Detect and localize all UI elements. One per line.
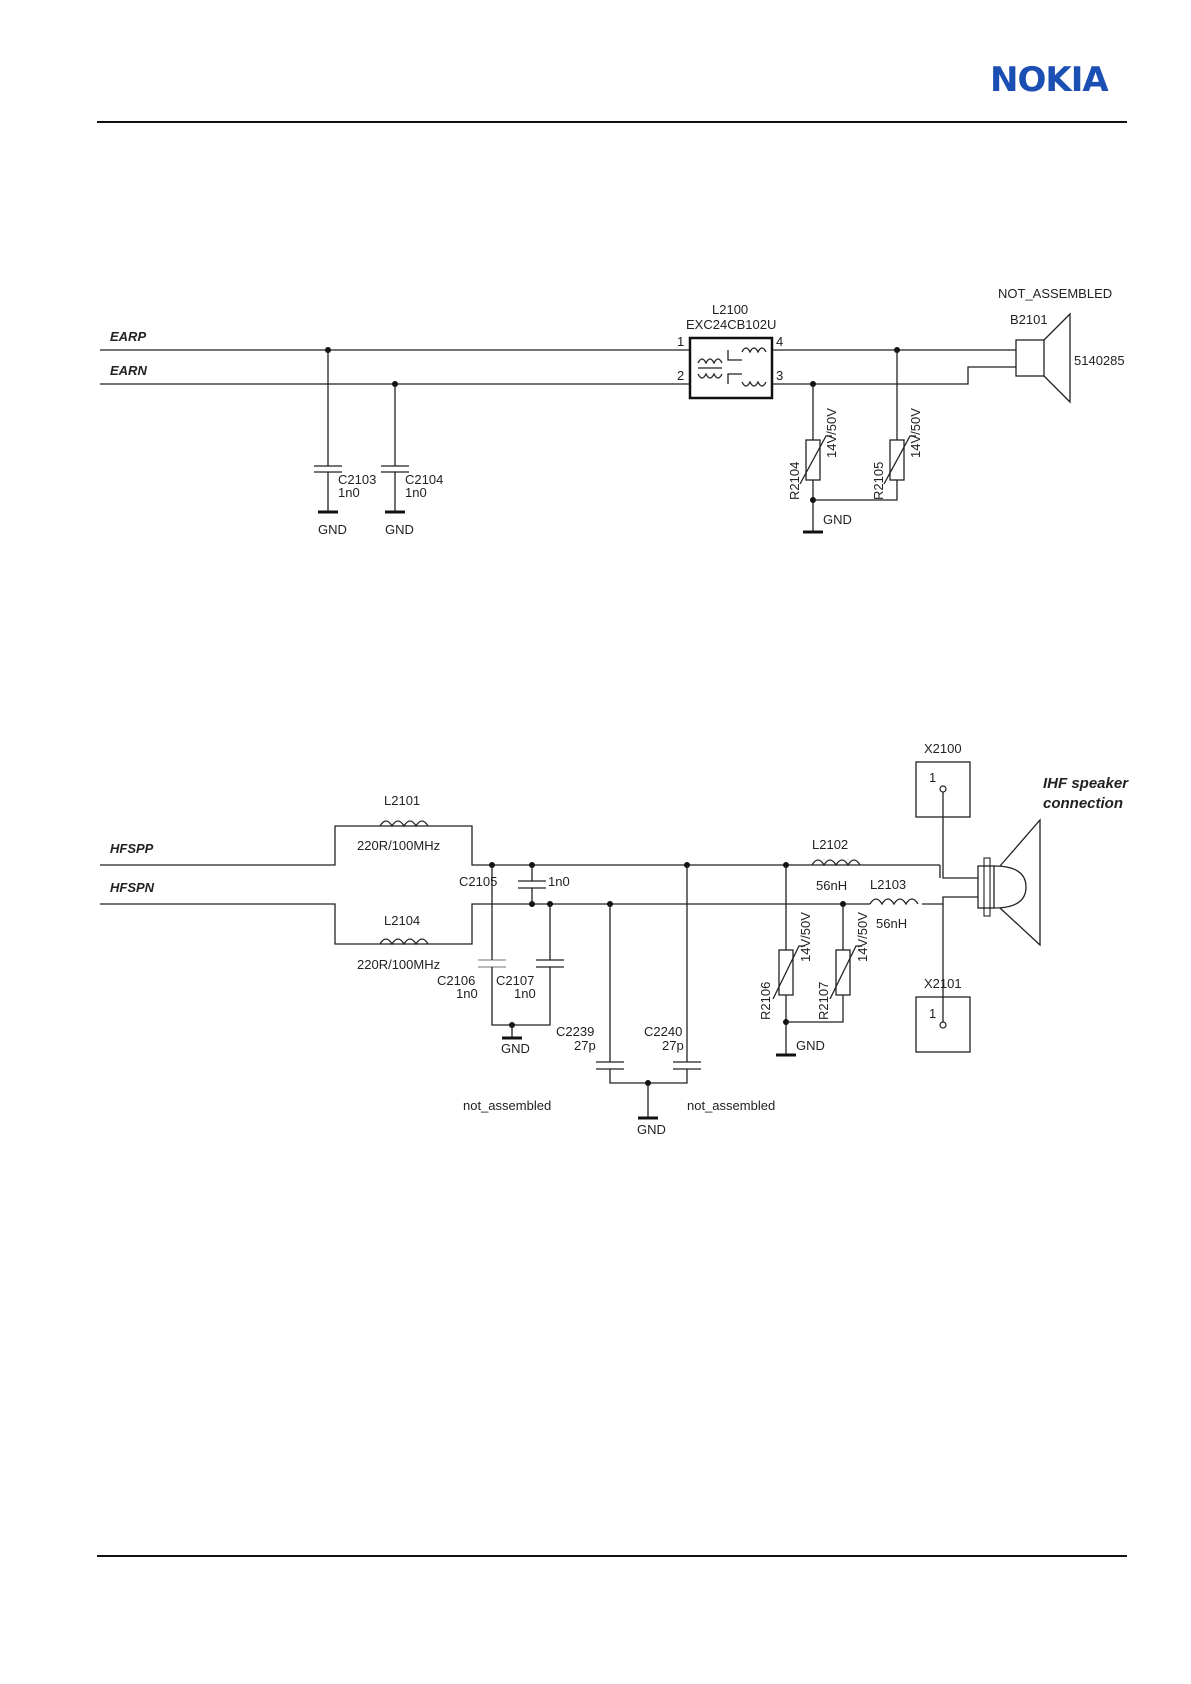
gnd-label: GND xyxy=(318,522,347,537)
l2100-body xyxy=(688,336,774,400)
speaker-cone xyxy=(1043,312,1071,404)
c2107-ref: C2107 xyxy=(496,973,534,988)
r2104-value: 14V/50V xyxy=(824,408,839,458)
ferrite-l2101-icon xyxy=(379,820,429,828)
ihf-speaker-circuit: HFSPP HFSPN L2101 220R/100MHz L2104 220R… xyxy=(100,741,1129,1137)
l2100-part: EXC24CB102U xyxy=(686,317,776,332)
x2100-pin: 1 xyxy=(929,770,936,785)
speaker-code: 5140285 xyxy=(1074,353,1125,368)
wire xyxy=(786,995,844,1023)
wire-hfspn xyxy=(100,903,870,945)
c2106-value: 1n0 xyxy=(456,986,478,1001)
varistor-slash xyxy=(772,945,805,1000)
c2105-value: 1n0 xyxy=(548,874,570,889)
net-label-earp: EARP xyxy=(110,329,146,344)
gnd-label: GND xyxy=(501,1041,530,1056)
r2107-value: 14V/50V xyxy=(855,912,870,962)
x2100-ref: X2100 xyxy=(924,741,962,756)
l2100-pin-2: 2 xyxy=(677,368,684,383)
x2101-pin: 1 xyxy=(929,1006,936,1021)
c2239-value: 27p xyxy=(574,1038,596,1053)
pin-icon xyxy=(939,1021,947,1029)
gnd-label: GND xyxy=(796,1038,825,1053)
r2106-ref: R2106 xyxy=(758,982,773,1020)
l2102-value: 56nH xyxy=(816,878,847,893)
ferrite-l2104-icon xyxy=(379,938,429,946)
c2104-ref: C2104 xyxy=(405,472,443,487)
not-assembled-label: not_assembled xyxy=(463,1098,551,1113)
l2101-ref: L2101 xyxy=(384,793,420,808)
speaker-dome xyxy=(993,865,1027,909)
coil-icon xyxy=(727,347,767,361)
wire xyxy=(922,896,978,905)
c2103-value: 1n0 xyxy=(338,485,360,500)
r2104-ref: R2104 xyxy=(787,462,802,500)
l2103-value: 56nH xyxy=(876,916,907,931)
speaker-cone-icon xyxy=(999,818,1041,947)
c2240-ref: C2240 xyxy=(644,1024,682,1039)
wire xyxy=(813,480,898,501)
l2103-ref: L2103 xyxy=(870,877,906,892)
l2104-ref: L2104 xyxy=(384,913,420,928)
c2106-ref: C2106 xyxy=(437,973,475,988)
r2105-ref: R2105 xyxy=(871,462,886,500)
r2105-value: 14V/50V xyxy=(908,408,923,458)
varistor-slash xyxy=(883,435,916,485)
speaker-magnet xyxy=(977,865,995,909)
l2100-pin-1: 1 xyxy=(677,334,684,349)
c2104-value: 1n0 xyxy=(405,485,427,500)
l2102-ref: L2102 xyxy=(812,837,848,852)
speaker-ref: B2101 xyxy=(1010,312,1048,327)
l2100-ref: L2100 xyxy=(712,302,748,317)
coil-icon xyxy=(727,373,767,387)
gnd-label: GND xyxy=(823,512,852,527)
wire-x2100 xyxy=(942,792,978,879)
ihf-speaker-label-line1: IHF speaker xyxy=(1043,775,1129,792)
net-label-hfspp: HFSPP xyxy=(110,841,154,856)
inductor-l2102-icon xyxy=(811,859,861,867)
speaker-note: NOT_ASSEMBLED xyxy=(998,286,1112,301)
wire xyxy=(491,967,551,1026)
l2100-pin-3: 3 xyxy=(776,368,783,383)
net-label-earn: EARN xyxy=(110,363,147,378)
gnd-label: GND xyxy=(637,1122,666,1137)
gnd-label: GND xyxy=(385,522,414,537)
c2103-ref: C2103 xyxy=(338,472,376,487)
r2106-value: 14V/50V xyxy=(798,912,813,962)
c2107-value: 1n0 xyxy=(514,986,536,1001)
wire-earn-out xyxy=(772,366,1016,385)
varistor-slash xyxy=(829,945,862,1000)
inductor-l2103-icon xyxy=(869,898,919,906)
nokia-logo: NOKIA xyxy=(990,60,1109,100)
c2239-ref: C2239 xyxy=(556,1024,594,1039)
c2240-value: 27p xyxy=(662,1038,684,1053)
pin-icon xyxy=(939,785,947,793)
l2104-value: 220R/100MHz xyxy=(357,957,440,972)
speaker-frame xyxy=(983,857,991,917)
earpiece-circuit: EARP EARN C2103 1n0 GND C2104 1n0 GND L2… xyxy=(100,286,1125,537)
speaker-icon xyxy=(1015,339,1045,377)
header-rule xyxy=(97,121,1127,123)
c2105-ref: C2105 xyxy=(459,874,497,889)
not-assembled-label: not_assembled xyxy=(687,1098,775,1113)
varistor-slash xyxy=(799,435,832,485)
l2100-pin-4: 4 xyxy=(776,334,783,349)
footer-rule xyxy=(97,1555,1127,1557)
coil-icon xyxy=(697,358,723,365)
net-label-hfspn: HFSPN xyxy=(110,880,155,895)
l2101-value: 220R/100MHz xyxy=(357,838,440,853)
r2107-ref: R2107 xyxy=(816,982,831,1020)
ihf-speaker-label-line2: connection xyxy=(1043,795,1123,812)
coil-icon xyxy=(697,372,723,379)
